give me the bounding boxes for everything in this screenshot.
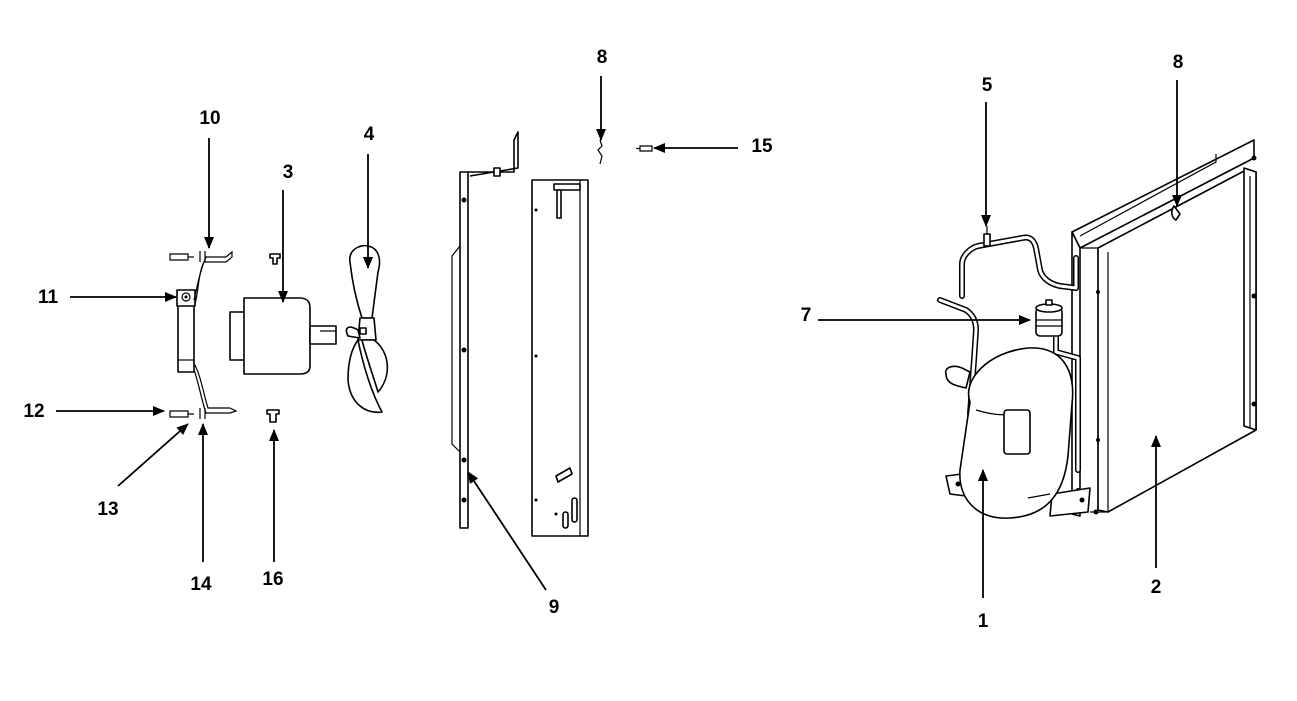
service-valve (983, 226, 991, 247)
callout-8-right: 8 (1173, 52, 1184, 73)
compressor (944, 347, 1091, 519)
fan-motor (229, 297, 337, 375)
callout-15: 15 (751, 136, 773, 157)
clip (597, 139, 603, 165)
callout-2: 2 (1151, 577, 1162, 598)
leader-arrows (56, 76, 1182, 598)
bolt-top (169, 251, 206, 262)
callout-9: 9 (549, 597, 560, 618)
motor-bracket (176, 250, 238, 414)
callout-4: 4 (364, 124, 375, 145)
callout-11: 11 (38, 287, 59, 308)
screw (636, 145, 653, 152)
drier (1035, 299, 1063, 337)
callout-labels: 10 3 4 8 15 11 12 13 14 16 9 5 8 7 2 1 (23, 47, 1183, 632)
side-panel (451, 131, 519, 529)
callout-14: 14 (190, 574, 212, 595)
callout-10: 10 (199, 108, 220, 129)
bolt-bottom (169, 408, 206, 419)
arrow-13 (117, 423, 189, 487)
callout-3: 3 (283, 162, 294, 183)
arrow-9 (467, 471, 547, 591)
callout-5: 5 (982, 75, 993, 96)
callout-7: 7 (801, 305, 812, 326)
grommet-bottom (266, 409, 280, 423)
condenser-coil (1071, 139, 1257, 517)
fan-blade (345, 244, 389, 413)
orifice-panel (531, 179, 589, 537)
callout-16: 16 (262, 569, 283, 590)
grommet-top (269, 253, 281, 265)
callout-1: 1 (978, 611, 989, 632)
callout-13: 13 (97, 499, 118, 520)
callout-8-left: 8 (597, 47, 608, 68)
callout-12: 12 (23, 401, 44, 422)
